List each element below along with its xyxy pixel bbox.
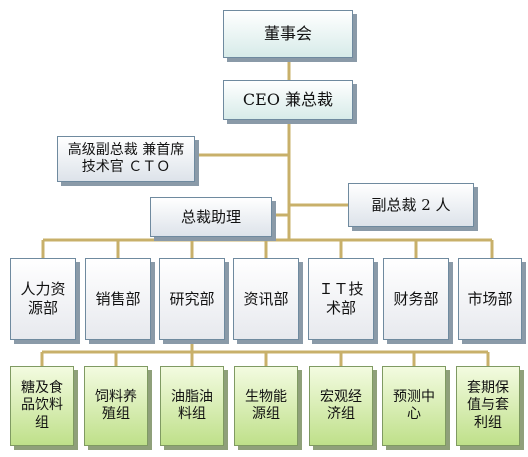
vp-box: 副总裁 2 人 xyxy=(348,183,474,227)
board-label: 董事会 xyxy=(263,24,312,43)
dept-label: 人力资源部 xyxy=(20,280,66,317)
vp-label: 副总裁 2 人 xyxy=(371,195,451,214)
team-feed: 饲料养殖组 xyxy=(84,366,148,446)
team-hedging: 套期保值与套利组 xyxy=(456,366,520,446)
team-label: 套期保值与套利组 xyxy=(467,379,509,431)
dept-it: ＩＴ技术部 xyxy=(308,258,374,340)
assistant-label: 总裁助理 xyxy=(180,207,241,226)
dept-label: 财务部 xyxy=(393,289,439,308)
svp-cto-label: 高级副总裁 兼首席技术官 ＣＴＯ xyxy=(67,141,185,176)
team-macro: 宏观经济组 xyxy=(309,366,373,446)
team-forecast: 预测中心 xyxy=(382,366,446,446)
dept-hr: 人力资源部 xyxy=(10,258,76,340)
team-sugar-food: 糖及食品饮料组 xyxy=(10,366,74,446)
team-label: 预测中心 xyxy=(393,388,435,423)
board-box: 董事会 xyxy=(223,10,353,58)
team-label: 糖及食品饮料组 xyxy=(21,379,63,431)
svp-cto-box: 高级副总裁 兼首席技术官 ＣＴＯ xyxy=(57,136,195,182)
dept-label: 销售部 xyxy=(95,289,141,308)
dept-info: 资讯部 xyxy=(233,258,299,340)
team-label: 油脂油料组 xyxy=(171,388,213,423)
team-label: 宏观经济组 xyxy=(320,388,362,423)
team-oilseed: 油脂油料组 xyxy=(160,366,224,446)
assistant-box: 总裁助理 xyxy=(150,197,272,237)
dept-research: 研究部 xyxy=(159,258,225,340)
team-label: 饲料养殖组 xyxy=(95,388,137,423)
team-label: 生物能源组 xyxy=(245,388,287,423)
dept-finance: 财务部 xyxy=(383,258,449,340)
ceo-box: CEO 兼总裁 xyxy=(223,80,353,120)
dept-label: 市场部 xyxy=(467,289,513,308)
dept-label: ＩＴ技术部 xyxy=(318,280,364,317)
dept-sales: 销售部 xyxy=(85,258,151,340)
ceo-label: CEO 兼总裁 xyxy=(242,90,334,109)
team-bioenergy: 生物能源组 xyxy=(234,366,298,446)
dept-label: 研究部 xyxy=(169,289,215,308)
dept-label: 资讯部 xyxy=(243,289,289,308)
dept-marketing: 市场部 xyxy=(458,258,522,340)
